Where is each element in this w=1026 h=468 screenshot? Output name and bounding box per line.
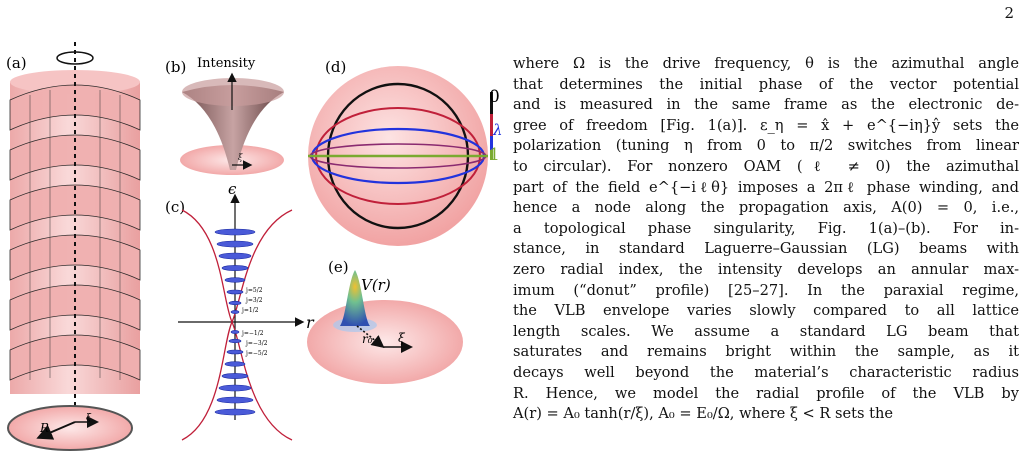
text-line: and is measured in the same frame as the… xyxy=(513,96,1019,114)
text-line: part of the field e^{−iℓθ} imposes a 2πℓ… xyxy=(513,178,1019,196)
xi-label-e: ξ xyxy=(398,331,406,345)
page-number: 2 xyxy=(1004,4,1014,22)
text-line: length scales. We assume a standard LG b… xyxy=(513,322,1019,340)
text-line: gree of freedom [Fig. 1(a)]. ε_η = x̂ + … xyxy=(513,116,1019,134)
text-line: where Ω is the drive frequency, θ is the… xyxy=(513,55,1019,72)
helix-grid xyxy=(29,90,121,380)
radius-arrow xyxy=(36,421,76,440)
panel-b: (b) Intensity ξ xyxy=(165,56,284,175)
lambda-scale-green xyxy=(490,150,493,160)
figure-canvas: (a) R ξ (b) Intensity xyxy=(6,42,503,451)
panel-e-label: (e) xyxy=(328,258,349,276)
lambda-scale-black xyxy=(490,92,493,114)
level-label-j12: j=1/2 xyxy=(241,307,259,314)
text-line: hence a node along the propagation axis,… xyxy=(513,199,1019,217)
text-line: to circular). For nonzero OAM (ℓ ≠ 0) th… xyxy=(513,157,1019,175)
intensity-funnel xyxy=(182,85,284,170)
intensity-axis-label: Intensity xyxy=(197,56,256,71)
text-line: the VLB envelope varies slowly compared … xyxy=(513,302,1019,320)
xi-label-a: ξ xyxy=(86,413,92,423)
figure-1: (a) R ξ (b) Intensity xyxy=(0,0,505,464)
sample-disk-e xyxy=(307,300,463,384)
panel-e: (e) V(r) r₀ ξ xyxy=(307,258,463,384)
level-label-jm32: j=−3/2 xyxy=(245,340,268,347)
text-line: R. Hence, we model the radial profile of… xyxy=(513,384,1019,402)
text-line: a topological phase singularity, Fig. 1(… xyxy=(513,219,1019,237)
text-line: polarization (tuning η from 0 to π/2 swi… xyxy=(513,137,1019,155)
scale-label-lambda: λ xyxy=(492,121,503,139)
text-line: zero radial index, the intensity develop… xyxy=(513,260,1019,278)
radius-label: r xyxy=(306,313,315,332)
text-line: stance, in standard Laguerre–Gaussian (L… xyxy=(513,240,1019,258)
body-text: where Ω is the drive frequency, θ is the… xyxy=(513,54,1019,425)
panel-d-label: (d) xyxy=(325,58,346,76)
panel-a: (a) R ξ xyxy=(6,42,141,451)
level-label-j52: j=5/2 xyxy=(245,287,263,294)
level-label-j32: j=3/2 xyxy=(245,297,263,304)
panel-c-label: (c) xyxy=(165,198,185,216)
rotation-arrow-icon xyxy=(56,51,94,65)
lambda-scale-blue xyxy=(490,136,493,150)
potential-curve-bottom xyxy=(181,320,293,441)
text-line: that determines the initial phase of the… xyxy=(513,75,1019,93)
potential-bump xyxy=(340,270,370,326)
lambda-scale-red xyxy=(490,114,493,136)
level-label-jm52: j=−5/2 xyxy=(245,350,268,357)
text-line: decays well beyond the material’s charac… xyxy=(513,363,1019,381)
R-label: R xyxy=(39,421,49,435)
panel-a-label: (a) xyxy=(6,54,27,72)
r0-arrow xyxy=(356,325,385,348)
xi-label-b: ξ xyxy=(238,153,243,162)
scale-label-bottom: 1 xyxy=(489,145,500,165)
text-line: saturates and remains bright within the … xyxy=(513,343,1019,361)
r0-label: r₀ xyxy=(362,332,373,346)
potential-label: V(r) xyxy=(361,276,391,294)
panel-d: (d) 0 λ 1 xyxy=(308,58,503,246)
panel-b-label: (b) xyxy=(165,58,186,76)
panel-c: (c) ϵ r j=5/2 j=3/2 j=1/2 j=−1/2 xyxy=(165,180,315,441)
text-line: imum (“donut” profile) [25–27]. In the p… xyxy=(513,281,1019,299)
text-line: A(r) = A₀ tanh(r/ξ), A₀ = E₀/Ω, where ξ … xyxy=(513,405,894,423)
scale-label-top: 0 xyxy=(489,87,500,107)
helix-wavefront xyxy=(9,84,141,381)
sample-disk xyxy=(7,405,133,451)
level-label-jm12: j=−1/2 xyxy=(241,330,264,337)
energy-level-discs xyxy=(214,228,256,416)
energy-label: ϵ xyxy=(228,180,237,198)
